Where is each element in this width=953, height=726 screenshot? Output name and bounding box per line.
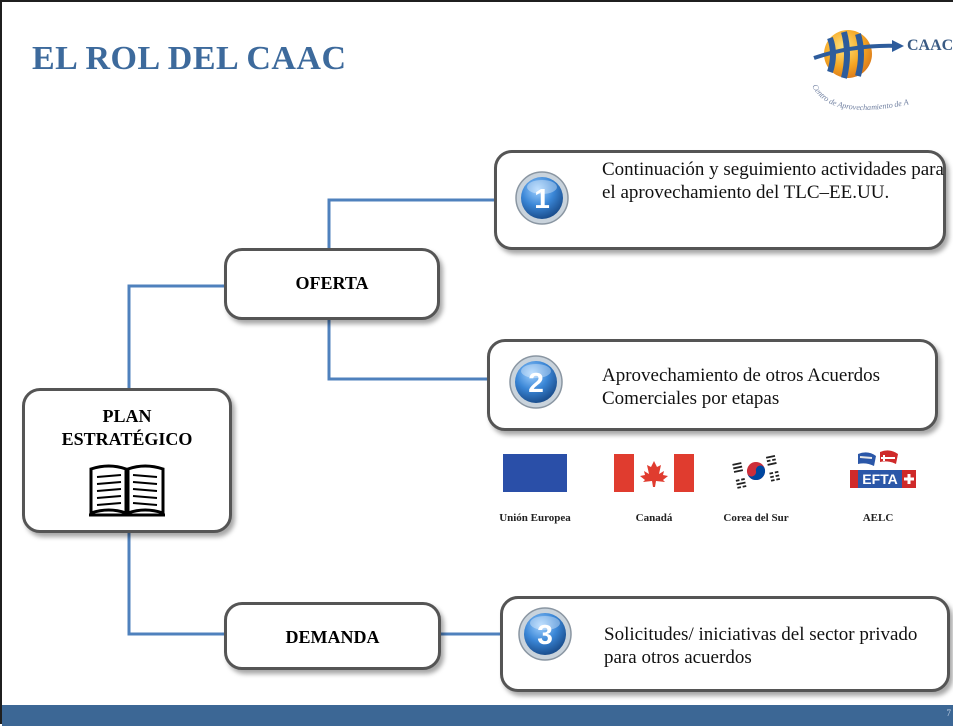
number-3-badge: 3 [518, 607, 572, 661]
oferta-label: OFERTA [295, 273, 369, 293]
partner-label-eu: Unión Europea [499, 512, 571, 524]
plan-label-line1: PLAN [102, 406, 152, 426]
connector-root-offer [127, 284, 224, 388]
canada-flag-icon [614, 454, 694, 492]
item-2-text: Aprovechamiento de otros Acuerdos Comerc… [602, 365, 881, 409]
demanda-label: DEMANDA [285, 627, 380, 647]
partner-label-canada: Canadá [635, 512, 673, 524]
connector-offer-item1 [327, 198, 495, 248]
page-number: 7 [946, 708, 952, 718]
plan-label-line2: ESTRATÉGICO [61, 429, 193, 449]
plan-estrategico-box: PLAN ESTRATÉGICO [22, 388, 232, 533]
number-1-badge: 1 [515, 171, 569, 225]
efta-logo-text: EFTA [862, 471, 898, 487]
efta-logo-icon: EFTA [850, 450, 916, 488]
number-2-badge: 2 [509, 355, 563, 409]
footer-bar [2, 705, 953, 726]
logo-name: CAAC [907, 37, 953, 54]
item-3-text: Solicitudes/ iniciativas del sector priv… [604, 624, 918, 668]
partner-label-aelc: AELC [862, 512, 894, 524]
connector-offer-item2 [327, 320, 488, 381]
number-3: 3 [537, 619, 553, 650]
oferta-box: OFERTA [224, 248, 440, 320]
demanda-box: DEMANDA [224, 602, 441, 670]
item-1-box: Continuación y seguimiento actividades p… [494, 150, 946, 250]
slide-title: EL ROL DEL CAAC [32, 40, 347, 77]
connector-root-demand [127, 533, 224, 636]
eu-flag-icon [503, 454, 567, 492]
book-icon [89, 464, 165, 517]
number-2: 2 [528, 367, 544, 398]
partner-label-korea: Corea del Sur [723, 512, 789, 524]
korea-flag-icon [732, 454, 781, 489]
item-3-box: Solicitudes/ iniciativas del sector priv… [500, 596, 950, 692]
caac-logo: Centro de Aprovechamiento de Acuerdos Co… [800, 24, 909, 112]
number-1: 1 [534, 183, 550, 214]
item-1-text: Continuación y seguimiento actividades p… [602, 159, 944, 203]
